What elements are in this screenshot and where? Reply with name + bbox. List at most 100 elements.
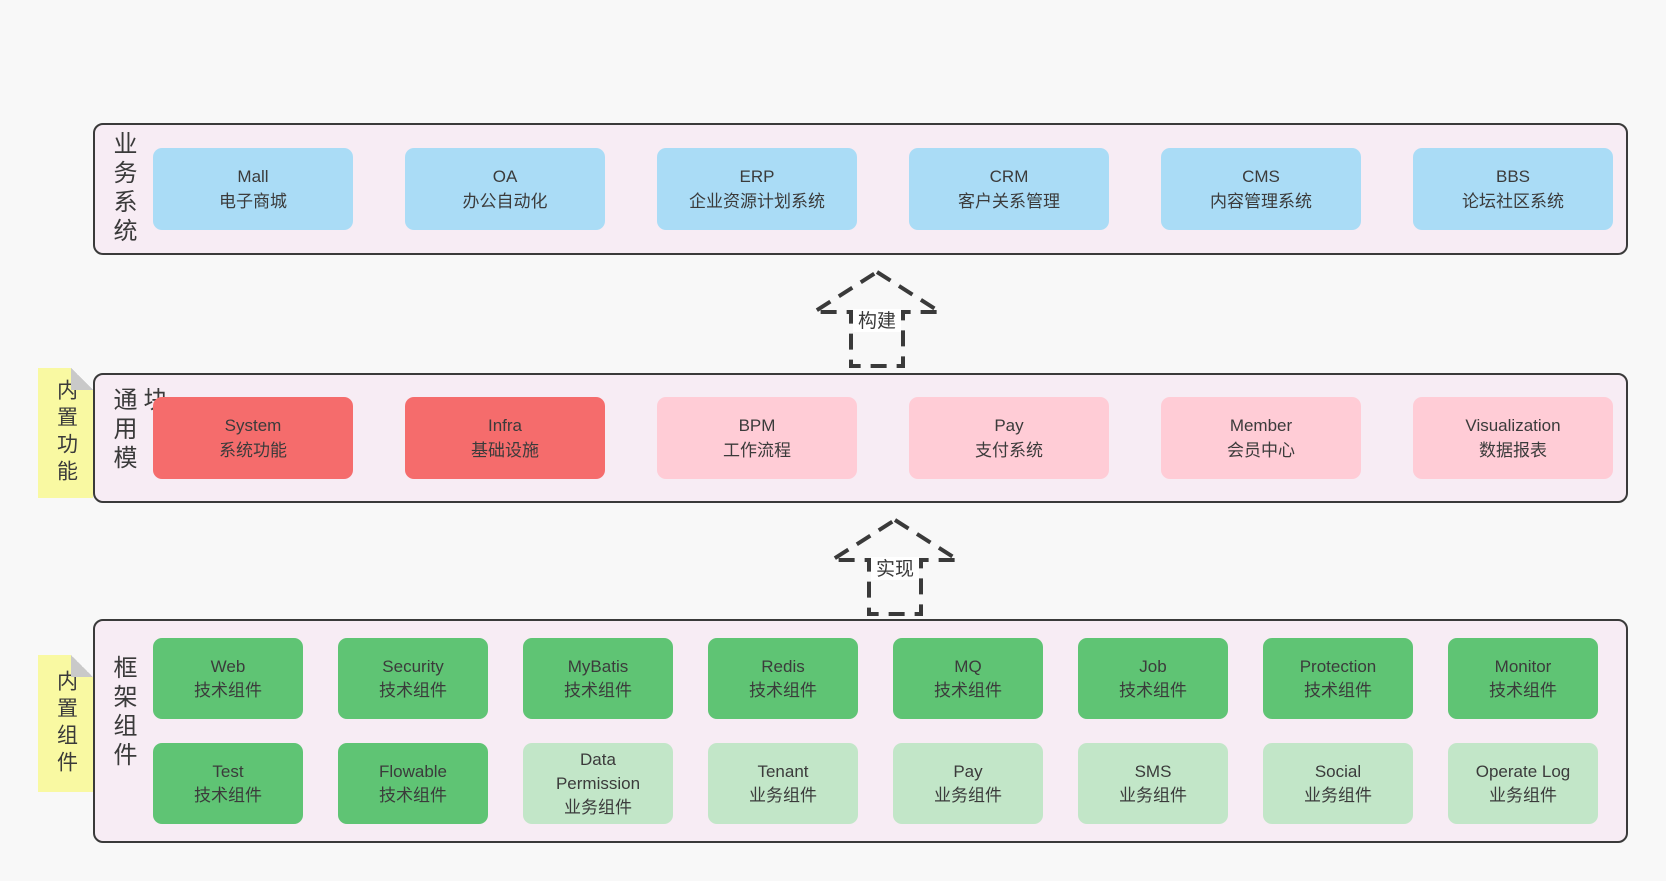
box-subtitle: 基础设施: [471, 441, 539, 460]
box-subtitle: 技术组件: [379, 785, 447, 805]
box-title: Web: [210, 656, 246, 676]
pay-box: Pay 业务组件: [893, 743, 1043, 824]
box-subtitle: 系统功能: [219, 441, 287, 460]
monitor-box: Monitor 技术组件: [1448, 638, 1598, 719]
implement-arrow-label-bg: [871, 557, 919, 580]
build-arrow-label: 构建: [858, 310, 896, 332]
sticky-note-text: 内置组件: [54, 669, 78, 778]
box-subtitle: 技术组件: [194, 785, 262, 805]
build-arrow: 构建: [810, 268, 944, 370]
cms-box: CMS 内容管理系统: [1161, 148, 1361, 230]
box-subtitle: 业务组件: [1119, 785, 1187, 805]
build-arrow-label-bg: [853, 309, 901, 332]
visualization-box: Visualization 数据报表: [1413, 397, 1613, 479]
note-fold-corner: [71, 655, 93, 677]
sticky-note-builtin-features: 内置功能: [38, 368, 93, 498]
note-fold-corner: [71, 368, 93, 390]
data-permission-box: Data Permission 业务组件: [523, 743, 673, 824]
box-title: Tenant: [757, 761, 809, 781]
box-subtitle: 内容管理系统: [1210, 192, 1312, 211]
box-title: Pay: [953, 761, 983, 781]
framework-components-label: 框架组件: [109, 655, 136, 771]
job-box: Job 技术组件: [1078, 638, 1228, 719]
common-modules-boxes: System 系统功能 Infra 基础设施 BPM 工作流程 Pay 支付系统 Member 会…: [153, 397, 1613, 479]
sticky-note-text: 内置功能: [54, 379, 78, 487]
box-title: MyBatis: [567, 656, 629, 676]
crm-box: CRM 客户关系管理: [909, 148, 1109, 230]
box-subtitle: 工作流程: [723, 441, 791, 460]
mall-box: Mall 电子商城: [153, 148, 353, 230]
system-box: System 系统功能: [153, 397, 353, 479]
box-title: MQ: [954, 656, 982, 676]
box-subtitle: 技术组件: [1304, 680, 1372, 700]
box-subtitle: 技术组件: [934, 680, 1002, 700]
box-subtitle: 会员中心: [1227, 441, 1295, 460]
box-title: BPM: [738, 416, 776, 435]
box-subtitle: 电子商城: [219, 192, 287, 211]
flowable-box: Flowable 技术组件: [338, 743, 488, 824]
box-subtitle: 办公自动化: [462, 192, 548, 211]
box-title: Social: [1314, 761, 1362, 781]
box-title: Mall: [237, 167, 269, 186]
box-subtitle: 技术组件: [1119, 680, 1187, 700]
box-title: Visualization: [1465, 416, 1561, 435]
box-title: System: [224, 416, 282, 435]
box-subtitle: 支付系统: [975, 441, 1043, 460]
box-subtitle: 技术组件: [564, 680, 632, 700]
box-title: BBS: [1495, 167, 1531, 186]
box-subtitle: 技术组件: [1489, 680, 1557, 700]
implement-arrow: 实现: [828, 516, 962, 618]
box-title: SMS: [1134, 761, 1172, 781]
box-subtitle: 业务组件: [749, 785, 817, 805]
box-subtitle: 技术组件: [194, 680, 262, 700]
pay-box: Pay 支付系统: [909, 397, 1109, 479]
box-title: Protection: [1299, 656, 1377, 676]
box-title: Data Permission: [555, 749, 641, 793]
box-title: Member: [1229, 416, 1293, 435]
sticky-note-builtin-components: 内置组件: [38, 655, 93, 792]
mybatis-box: MyBatis 技术组件: [523, 638, 673, 719]
tenant-box: Tenant 业务组件: [708, 743, 858, 824]
box-subtitle: 企业资源计划系统: [689, 192, 825, 211]
box-title: Job: [1139, 656, 1167, 676]
box-title: Infra: [487, 416, 523, 435]
mq-box: MQ 技术组件: [893, 638, 1043, 719]
box-subtitle: 业务组件: [1489, 785, 1557, 805]
implement-arrow-label: 实现: [876, 558, 914, 580]
box-title: Redis: [761, 656, 805, 676]
box-title: Operate Log: [1475, 761, 1571, 781]
web-box: Web 技术组件: [153, 638, 303, 719]
box-title: CMS: [1242, 167, 1280, 186]
oa-box: OA 办公自动化: [405, 148, 605, 230]
member-box: Member 会员中心: [1161, 397, 1361, 479]
box-title: Security: [382, 656, 444, 676]
box-subtitle: 技术组件: [379, 680, 447, 700]
box-title: CRM: [989, 167, 1029, 186]
box-subtitle: 客户关系管理: [958, 192, 1060, 211]
business-systems-label: 业务系统: [109, 131, 136, 247]
box-title: OA: [492, 167, 518, 186]
box-subtitle: 数据报表: [1479, 441, 1547, 460]
redis-box: Redis 技术组件: [708, 638, 858, 719]
box-title: Monitor: [1494, 656, 1552, 676]
box-subtitle: 业务组件: [564, 797, 632, 817]
bpm-box: BPM 工作流程: [657, 397, 857, 479]
box-subtitle: 技术组件: [749, 680, 817, 700]
box-subtitle: 业务组件: [1304, 785, 1372, 805]
box-title: Pay: [994, 416, 1024, 435]
operate-log-box: Operate Log 业务组件: [1448, 743, 1598, 824]
protection-box: Protection 技术组件: [1263, 638, 1413, 719]
box-title: Flowable: [378, 761, 448, 781]
box-subtitle: 业务组件: [934, 785, 1002, 805]
social-box: Social 业务组件: [1263, 743, 1413, 824]
